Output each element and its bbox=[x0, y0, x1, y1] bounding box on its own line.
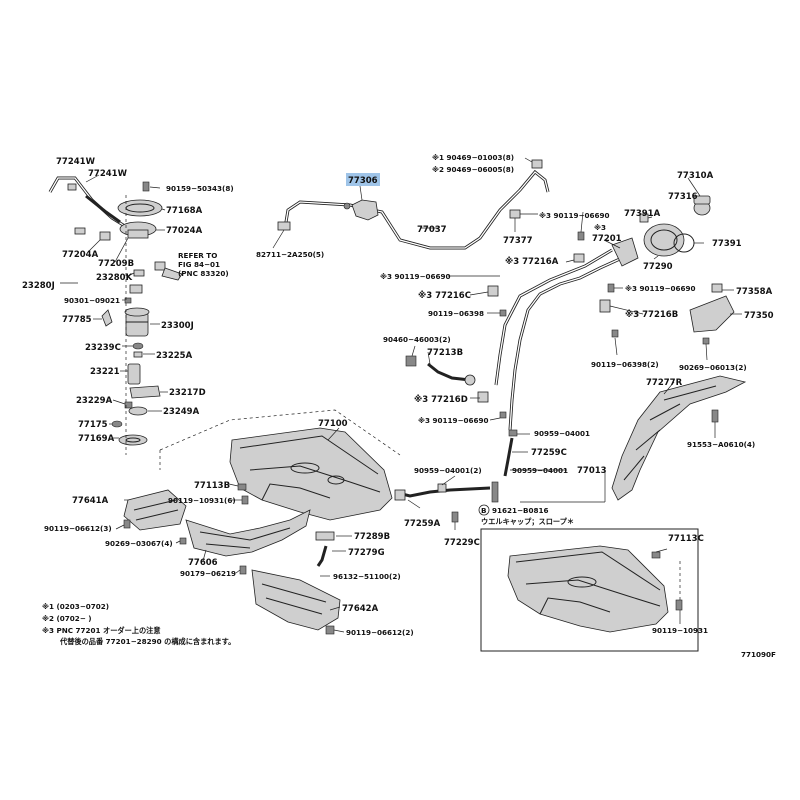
label-77377: 77377 bbox=[503, 236, 533, 246]
label-jp-welcap: ウエルキャップ；スロープ＊ bbox=[481, 517, 574, 526]
label-n3-90119-d: ※3 90119−06690 bbox=[418, 416, 489, 425]
footnote-3b: 代替後の品番 77201−28290 の構成に含まれます。 bbox=[59, 637, 235, 646]
footnote-2: ※2 (0702− ) bbox=[42, 614, 92, 623]
figure-code: 771090F bbox=[741, 650, 776, 659]
label-77113B: 77113B bbox=[194, 481, 230, 491]
label-96132: 96132−51100(2) bbox=[333, 572, 401, 581]
label-77204A: 77204A bbox=[62, 250, 99, 260]
label-90959-c: 90959−04001 bbox=[512, 466, 568, 475]
label-n3-77216C: ※3 77216C bbox=[418, 290, 471, 301]
label-90959-b: 90959−04001(2) bbox=[414, 466, 482, 475]
label-23249A: 23249A bbox=[163, 407, 200, 417]
label-77169A: 77169A bbox=[78, 434, 115, 444]
protectors-group bbox=[115, 489, 352, 635]
label-77277R: 77277R bbox=[646, 378, 683, 388]
label-n3-90119-b: ※3 90119−06690 bbox=[380, 272, 451, 281]
label-77213B: 77213B bbox=[427, 348, 463, 358]
label-23239C: 23239C bbox=[85, 343, 121, 353]
footnote-1: ※1 (0203−0702) bbox=[42, 602, 109, 611]
label-circle-b: B bbox=[481, 506, 486, 515]
label-23229A: 23229A bbox=[76, 396, 113, 406]
label-77279G: 77279G bbox=[348, 548, 385, 558]
refer-text-3: (PNC 83320) bbox=[178, 269, 229, 278]
label-77241W-b: 77241W bbox=[88, 169, 128, 179]
footnote-3: ※3 PNC 77201 オーダー上の注意 bbox=[42, 626, 161, 635]
label-90119-06398-a: 90119−06398 bbox=[428, 309, 484, 318]
fuel-pump-group bbox=[48, 174, 183, 455]
protector-77277r bbox=[611, 375, 747, 501]
label-77024A: 77024A bbox=[166, 226, 203, 236]
label-77259C: 77259C bbox=[531, 448, 567, 458]
label-77350: 77350 bbox=[744, 311, 774, 321]
vent-pipe-group bbox=[272, 157, 550, 250]
label-77201: 77201 bbox=[592, 234, 622, 244]
label-90119-06612-2: 90119−06612(2) bbox=[346, 628, 414, 637]
label-77316: 77316 bbox=[668, 192, 698, 202]
label-n3-77201: ※3 bbox=[594, 223, 606, 232]
label-23225A: 23225A bbox=[156, 351, 193, 361]
label-90179: 90179−06219 bbox=[180, 569, 236, 578]
label-n3-90119-c: ※3 90119−06690 bbox=[625, 284, 696, 293]
highlight-77306 bbox=[346, 173, 380, 186]
label-77100: 77100 bbox=[318, 419, 348, 429]
label-77391A: 77391A bbox=[624, 209, 661, 219]
label-n3-77216D: ※3 77216D bbox=[414, 394, 468, 405]
label-77642A: 77642A bbox=[342, 604, 379, 614]
inset-variant-box bbox=[480, 528, 699, 652]
label-77259A: 77259A bbox=[404, 519, 441, 529]
refer-text-1: REFER TO bbox=[178, 251, 217, 260]
label-77113C: 77113C bbox=[668, 534, 704, 544]
label-77606: 77606 bbox=[188, 558, 218, 568]
label-77013: 77013 bbox=[577, 466, 607, 476]
label-77229C: 77229C bbox=[444, 538, 480, 548]
label-n3-90119-a: ※3 90119−06690 bbox=[539, 211, 610, 220]
label-77306[interactable]: 77306 bbox=[348, 176, 378, 186]
filler-group bbox=[448, 177, 742, 431]
label-77168A: 77168A bbox=[166, 206, 203, 216]
label-90119-10931-6: 90119−10931(6) bbox=[168, 496, 236, 505]
label-90119-10931: 90119−10931 bbox=[652, 626, 708, 635]
label-77641A: 77641A bbox=[72, 496, 109, 506]
label-77241W-a: 77241W bbox=[56, 157, 96, 167]
label-77358A: 77358A bbox=[736, 287, 773, 297]
label-90301: 90301−09021 bbox=[64, 296, 120, 305]
label-90159: 90159−50343(8) bbox=[166, 184, 234, 193]
label-77391: 77391 bbox=[712, 239, 742, 249]
label-77290: 77290 bbox=[643, 262, 673, 272]
hose-group bbox=[394, 345, 606, 530]
label-77209B: 77209B bbox=[98, 259, 134, 269]
label-90269-03067: 90269−03067(4) bbox=[105, 539, 173, 548]
label-82711: 82711−2A250(5) bbox=[256, 250, 324, 259]
label-23217D: 23217D bbox=[169, 388, 206, 398]
label-90959-a: 90959−04001 bbox=[534, 429, 590, 438]
label-91621: 91621−B0816 bbox=[492, 506, 549, 515]
label-90269-06013: 90269−06013(2) bbox=[679, 363, 747, 372]
label-91553: 91553−A0610(4) bbox=[687, 440, 755, 449]
label-23221: 23221 bbox=[90, 367, 120, 377]
label-77289B: 77289B bbox=[354, 532, 390, 542]
circle-b-marker bbox=[478, 504, 490, 516]
label-77175: 77175 bbox=[78, 420, 108, 430]
label-n2-90469: ※2 90469−06005(8) bbox=[432, 165, 514, 174]
label-90119-06612-3: 90119−06612(3) bbox=[44, 524, 112, 533]
label-n1-90469: ※1 90469−01003(8) bbox=[432, 153, 514, 162]
label-23300J: 23300J bbox=[161, 321, 194, 331]
label-n3-77216B: ※3 77216B bbox=[625, 309, 678, 320]
label-77310A: 77310A bbox=[677, 171, 714, 181]
label-77785: 77785 bbox=[62, 315, 92, 325]
callout-labels: 77241W 77241W 90159−50343(8) 77168A 7702… bbox=[22, 153, 774, 637]
footnotes: ※1 (0203−0702) ※2 (0702− ) ※3 PNC 77201 … bbox=[42, 602, 235, 646]
refer-text-2: FIG 84−01 bbox=[178, 260, 220, 269]
label-23280K: 23280K bbox=[96, 273, 133, 283]
fuel-tank-main bbox=[159, 409, 401, 521]
label-77037: 77037 bbox=[417, 225, 447, 235]
label-23280J: 23280J bbox=[22, 281, 55, 291]
label-90460: 90460−46003(2) bbox=[383, 335, 451, 344]
label-n3-77216A: ※3 77216A bbox=[505, 256, 559, 267]
label-90119-06398-2: 90119−06398(2) bbox=[591, 360, 659, 369]
